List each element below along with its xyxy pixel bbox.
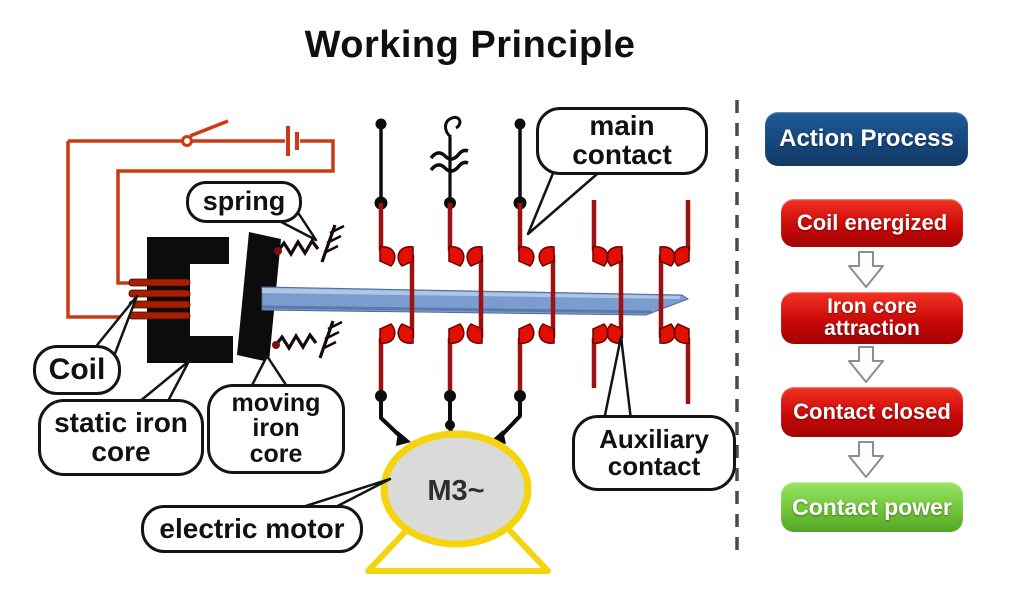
- motor-text: M3~: [427, 475, 484, 507]
- motor-body: [380, 430, 532, 548]
- flow-step-contact-closed: Contact closed: [781, 387, 963, 437]
- flow-header-action-process: Action Process: [765, 112, 968, 166]
- flow-arrow-down-icon: [848, 251, 884, 288]
- main-contact-pole-2: [444, 203, 484, 402]
- main-contact-pole-3: [514, 203, 556, 402]
- auxiliary-contact-pole-1: [591, 200, 624, 388]
- label-auxiliary-contact: Auxiliary contact: [572, 415, 736, 491]
- auxiliary-contact-pole-2: [658, 200, 691, 404]
- flow-arrow-down-icon: [848, 346, 884, 383]
- static-iron-core-shape: [147, 237, 233, 363]
- control-switch-icon: [181, 119, 229, 147]
- contact-shaft: [261, 286, 690, 316]
- supply-terminals: [374, 118, 527, 210]
- label-coil: Coil: [33, 345, 121, 395]
- label-spring: spring: [186, 181, 302, 223]
- main-contact-pole-1: [375, 203, 415, 402]
- power-source-icon: [286, 126, 299, 156]
- upper-spring-pin: [274, 247, 282, 255]
- page-title: Working Principle: [304, 24, 636, 66]
- moving-iron-core-shape: [237, 232, 281, 362]
- flow-step-coil-energized: Coil energized: [781, 199, 963, 247]
- flow-arrow-down-icon: [848, 441, 884, 478]
- fuse-icon: [429, 115, 469, 209]
- coil-windings: [128, 278, 191, 320]
- control-circuit-wires: [66, 139, 335, 319]
- label-main-contact: main contact: [536, 107, 708, 175]
- upper-spring-icon: [276, 224, 345, 263]
- lower-spring-pin: [272, 341, 280, 349]
- lower-spring-icon: [274, 320, 343, 359]
- label-moving-iron-core: moving iron core: [207, 384, 345, 474]
- label-electric-motor: electric motor: [141, 505, 363, 553]
- label-static-iron-core: static iron core: [38, 399, 204, 476]
- flow-step-contact-power: Contact power: [781, 482, 963, 532]
- flow-step-iron-core-attraction: Iron core attraction: [781, 292, 963, 344]
